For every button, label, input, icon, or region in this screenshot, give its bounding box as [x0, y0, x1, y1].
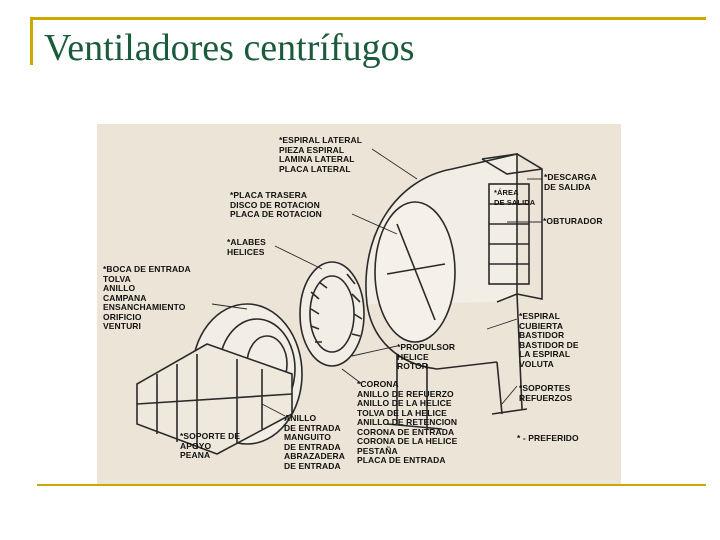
- label-propulsor: *PROPULSOR HELICE ROTOR: [397, 342, 456, 371]
- label-obturador: *OBTURADOR: [543, 216, 603, 226]
- label-espiral-lateral: *ESPIRAL LATERAL PIEZA ESPIRAL LAMINA LA…: [279, 135, 362, 174]
- label-preferido: * - PREFERIDO: [517, 433, 579, 443]
- label-soporte-apoyo: *SOPORTE DE APOYO PEANA: [180, 431, 241, 460]
- label-corona: *CORONA ANILLO DE REFUERZO ANILLO DE LA …: [357, 379, 458, 465]
- frame-top-rule: [30, 17, 706, 20]
- fan-diagram: *ESPIRAL LATERAL PIEZA ESPIRAL LAMINA LA…: [97, 124, 621, 484]
- fan-drawing: [136, 148, 543, 455]
- label-boca-entrada: *BOCA DE ENTRADA TOLVA ANILLO CAMPANA EN…: [103, 264, 191, 331]
- label-descarga: *DESCARGA DE SALIDA: [544, 172, 597, 192]
- label-anillo-entrada: ANILLO DE ENTRADA MANGUITO DE ENTRADA AB…: [284, 413, 345, 471]
- label-espiral: *ESPIRAL CUBIERTA BASTIDOR BASTIDOR DE L…: [519, 311, 579, 369]
- label-soportes: *SOPORTES REFUERZOS: [519, 383, 573, 403]
- slide-title: Ventiladores centrífugos: [44, 27, 415, 69]
- label-area-salida: *ÁREA DE SALIDA: [494, 188, 536, 207]
- label-alabes: *ALABES HELICES: [227, 237, 266, 257]
- frame-bottom-rule: [37, 484, 706, 486]
- frame-left-rule: [30, 17, 33, 65]
- label-placa-trasera: *PLACA TRASERA DISCO DE ROTACION PLACA D…: [230, 190, 322, 219]
